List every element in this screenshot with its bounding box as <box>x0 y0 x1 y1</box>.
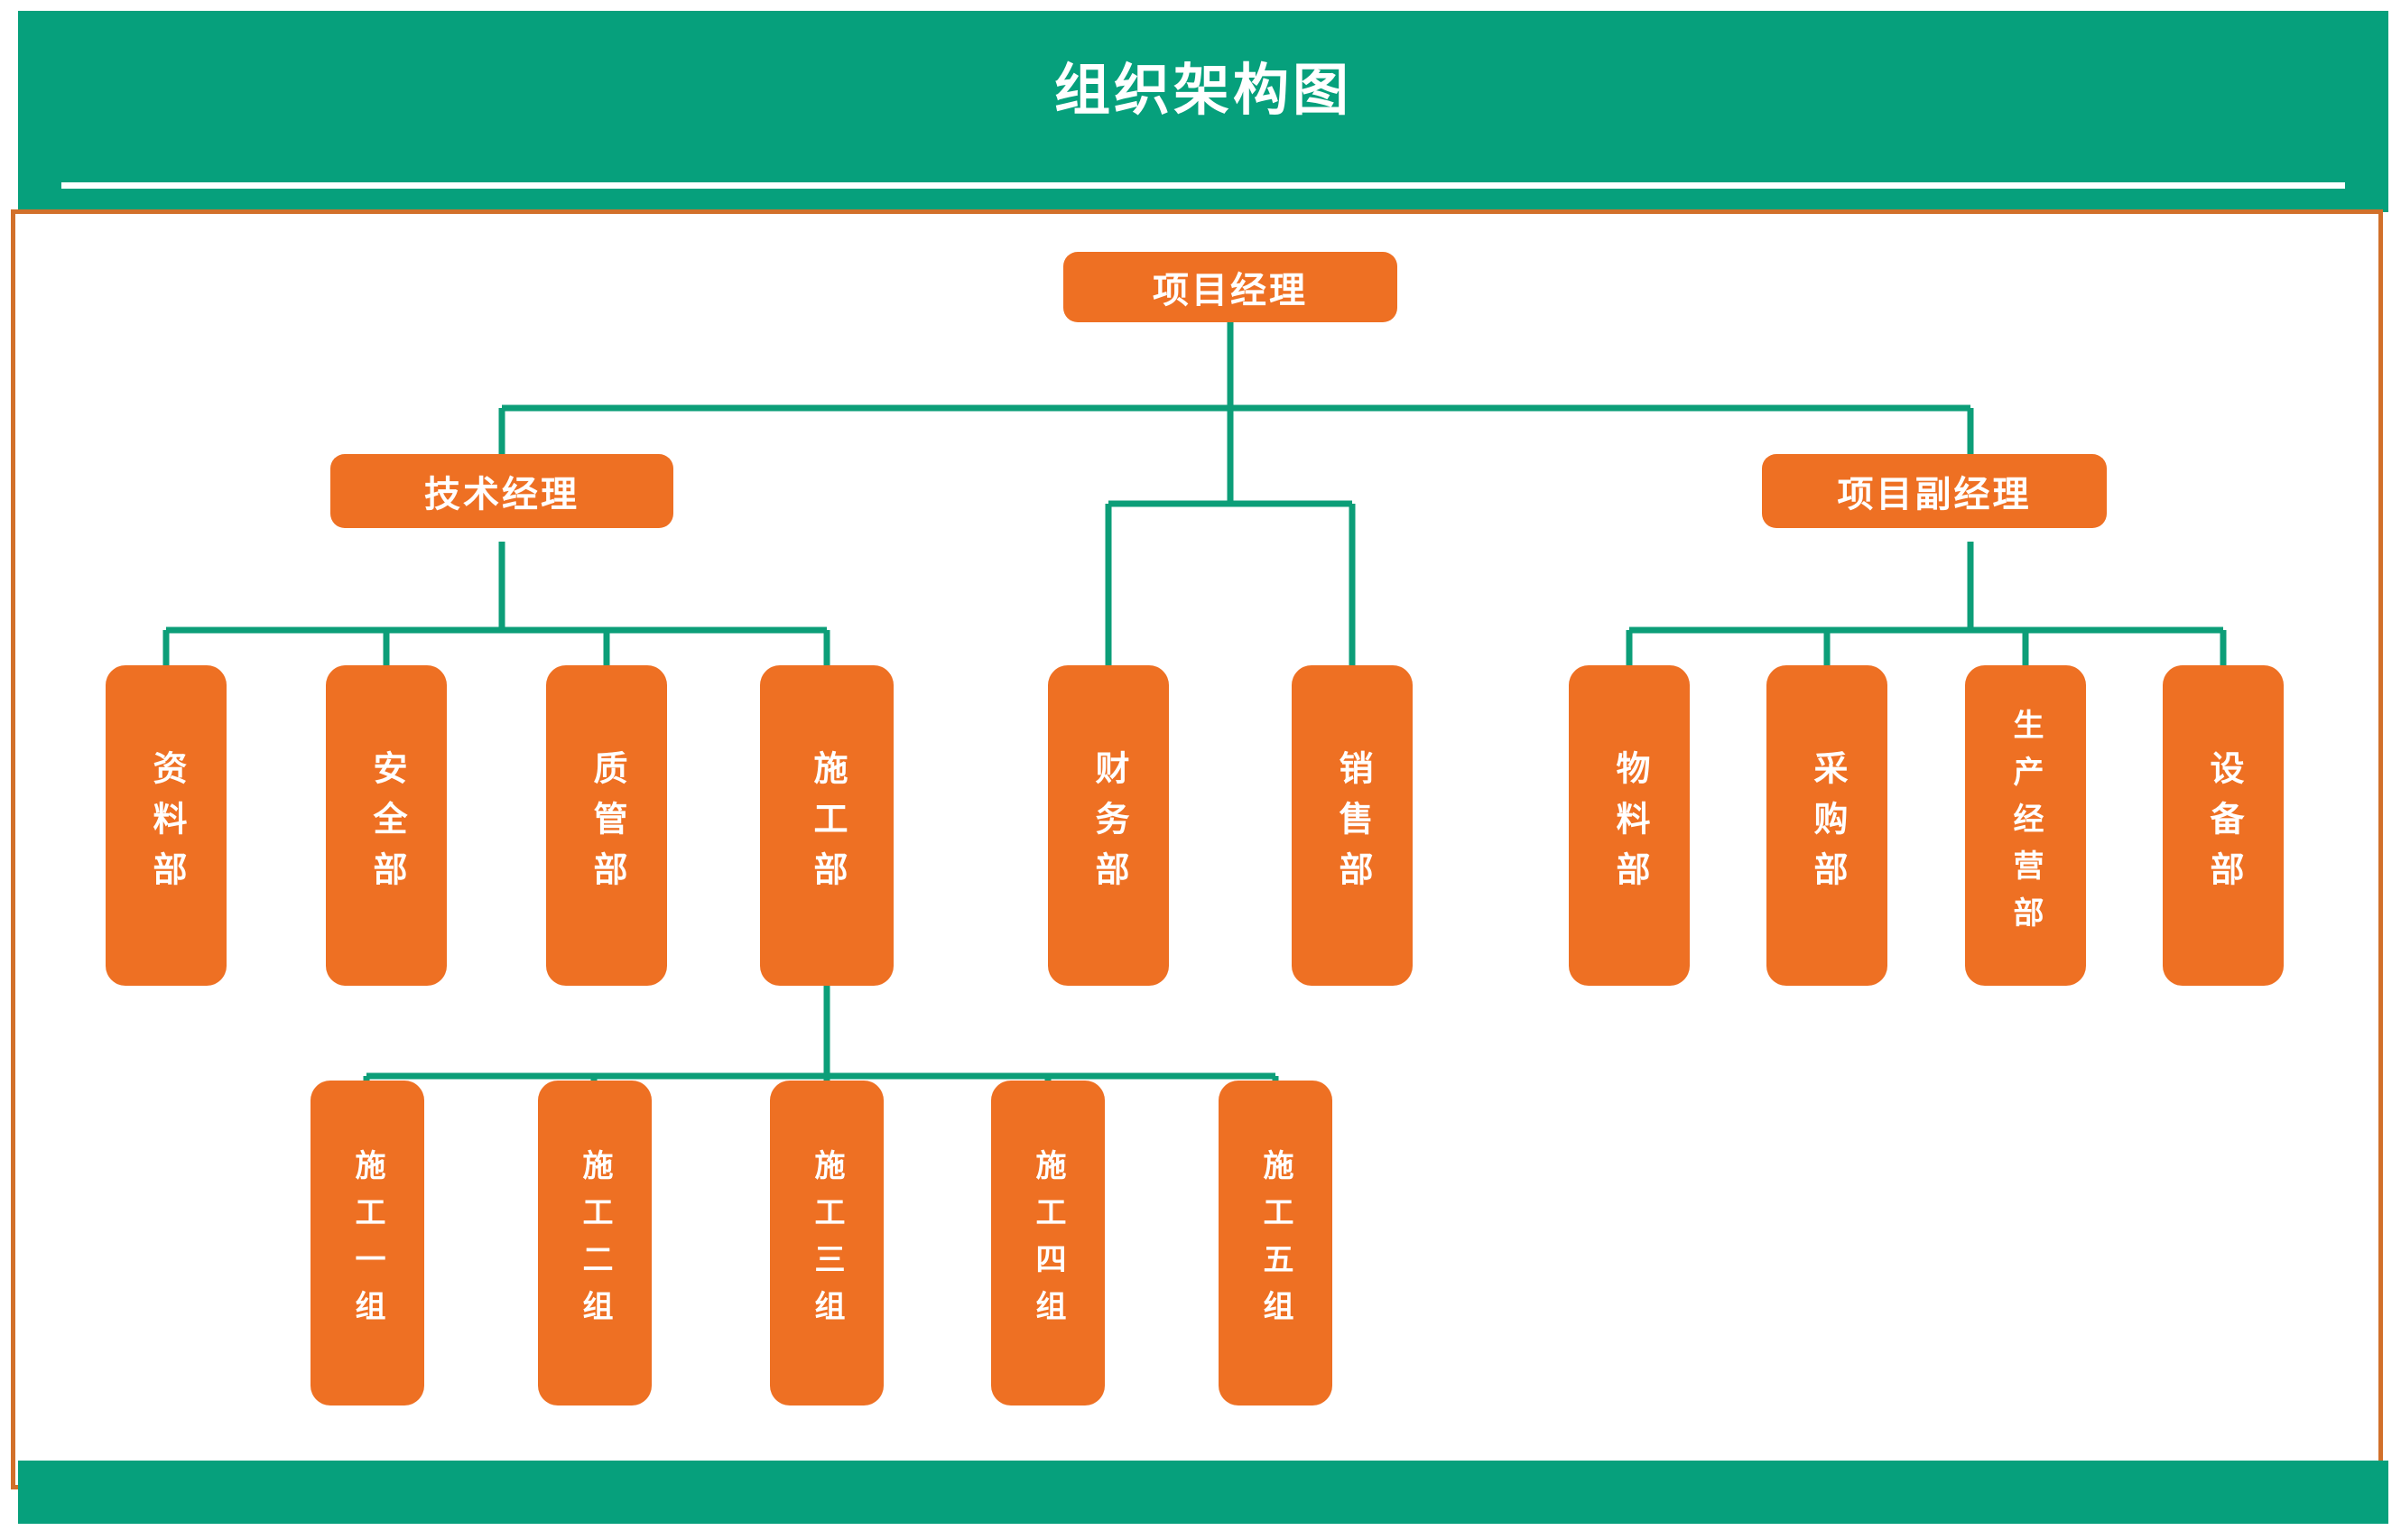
node-technical-manager[interactable]: 技术经理 <box>330 454 673 528</box>
node-quality-department[interactable]: 质管部 <box>546 665 667 986</box>
node-label: 设备部 <box>2204 749 2242 902</box>
node-label: 安全部 <box>367 749 405 902</box>
node-construction-crew-4[interactable]: 施工四组 <box>991 1081 1105 1405</box>
node-purchase-department[interactable]: 采购部 <box>1766 665 1887 986</box>
node-data-department[interactable]: 资料部 <box>106 665 227 986</box>
node-project-manager[interactable]: 项目经理 <box>1063 252 1397 322</box>
node-label: 采购部 <box>1808 749 1846 902</box>
node-label: 施工部 <box>808 749 846 902</box>
node-label: 资料部 <box>147 749 185 902</box>
node-label: 生产经营部 <box>2008 708 2043 943</box>
node-label: 施工五组 <box>1258 1149 1293 1337</box>
page-title: 组织架构图 <box>1053 60 1352 122</box>
node-safety-department[interactable]: 安全部 <box>326 665 447 986</box>
node-finance-department[interactable]: 财务部 <box>1048 665 1169 986</box>
node-construction-department[interactable]: 施工部 <box>760 665 894 986</box>
node-material-department[interactable]: 物料部 <box>1569 665 1690 986</box>
node-label: 施工二组 <box>578 1149 612 1337</box>
node-label: 施工一组 <box>350 1149 385 1337</box>
node-construction-crew-1[interactable]: 施工一组 <box>311 1081 424 1405</box>
node-construction-crew-2[interactable]: 施工二组 <box>538 1081 652 1405</box>
node-label: 施工三组 <box>810 1149 844 1337</box>
node-label: 销售部 <box>1333 749 1371 902</box>
node-label: 施工四组 <box>1031 1149 1065 1337</box>
node-label: 财务部 <box>1089 749 1127 902</box>
node-sales-department[interactable]: 销售部 <box>1292 665 1413 986</box>
node-label: 物料部 <box>1610 749 1648 902</box>
node-equipment-department[interactable]: 设备部 <box>2163 665 2284 986</box>
footer-band <box>18 1461 2388 1524</box>
node-label: 质管部 <box>588 749 626 902</box>
node-production-department[interactable]: 生产经营部 <box>1965 665 2086 986</box>
node-construction-crew-3[interactable]: 施工三组 <box>770 1081 884 1405</box>
header-band: 组织架构图 <box>18 11 2388 212</box>
node-construction-crew-5[interactable]: 施工五组 <box>1219 1081 1332 1405</box>
node-deputy-project-manager[interactable]: 项目副经理 <box>1762 454 2107 528</box>
header-divider-line <box>61 182 2345 189</box>
